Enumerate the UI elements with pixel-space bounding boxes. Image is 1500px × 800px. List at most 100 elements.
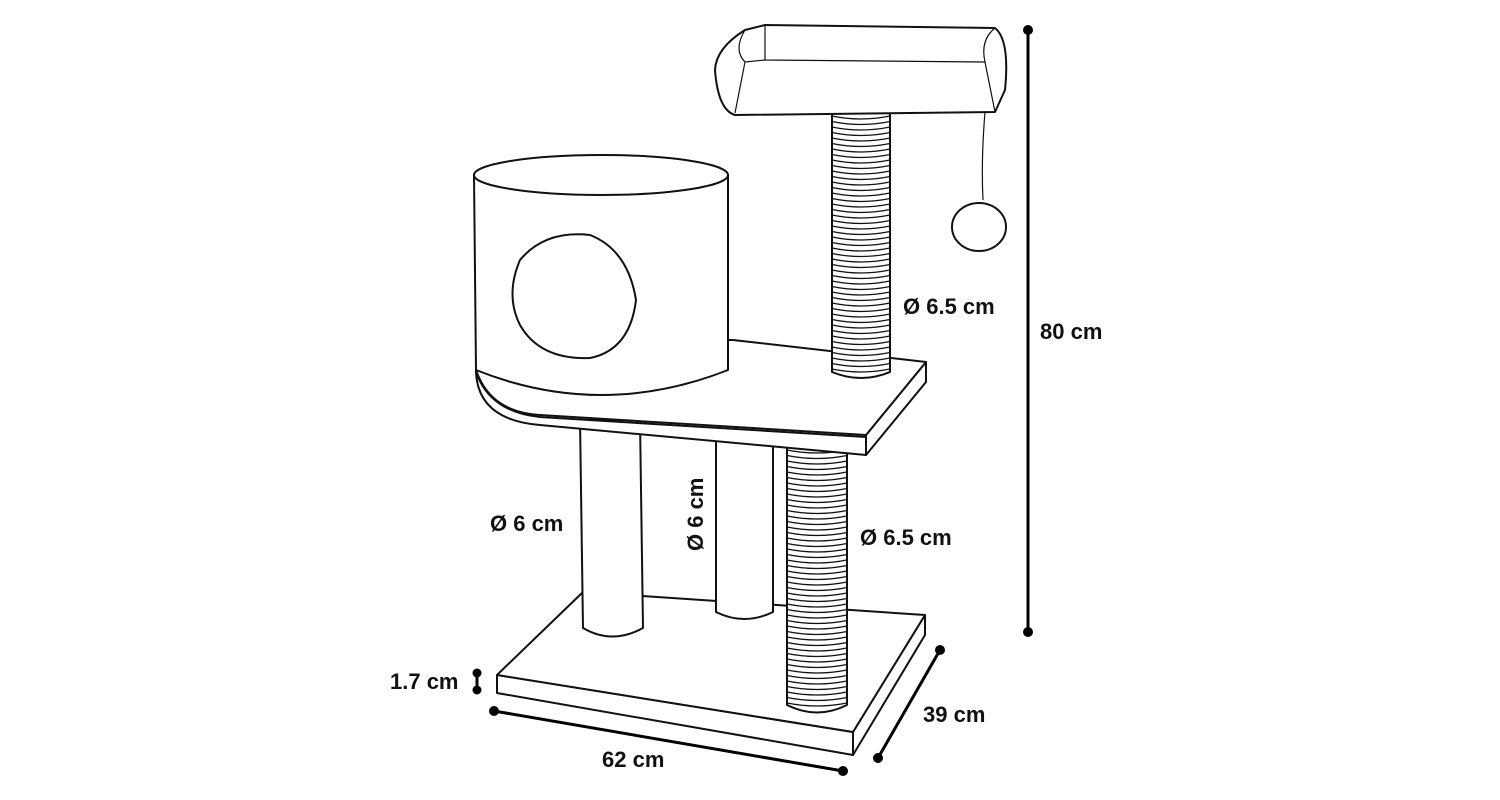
sisal-stripe [831,307,891,313]
sisal-stripe [786,658,848,663]
sisal-stripe [786,482,848,487]
base-depth-label: 39 cm [923,702,985,727]
sisal-stripe [786,597,848,603]
sisal-stripe [786,509,848,515]
sisal-stripe [786,548,848,553]
sisal-stripe [831,285,891,291]
house-entrance [511,233,637,360]
top-perch [714,24,1008,116]
sisal-stripe [786,581,848,586]
total-height-label: 80 cm [1040,319,1102,344]
sisal-stripe [786,564,848,570]
sisal-stripe [831,142,891,148]
sisal-stripe [786,476,848,482]
sisal-stripe [831,318,891,324]
sisal-stripe [831,214,891,219]
sisal-stripe [786,520,848,526]
sisal-stripe [831,302,891,307]
sisal-stripe [831,258,891,263]
sisal-stripe [831,335,891,340]
sisal-stripe [831,225,891,230]
upper-post-diameter-label: Ø 6.5 cm [903,294,995,319]
cat-house [473,154,729,396]
sisal-stripe [831,357,891,362]
sisal-stripe [831,340,891,346]
sisal-stripe [831,296,891,302]
sisal-stripe [786,575,848,581]
sisal-stripe [831,230,891,236]
sisal-stripe [786,702,848,707]
sisal-stripe [786,471,848,476]
sisal-stripe [831,274,891,280]
sisal-stripe [786,586,848,592]
sisal-stripe [831,329,891,335]
sisal-stripe [831,170,891,175]
sisal-stripe [831,192,891,197]
sisal-stripe [786,542,848,548]
sisal-stripe [831,313,891,318]
sisal-stripe [831,269,891,274]
sisal-stripe [831,181,891,186]
sisal-stripe [786,680,848,685]
sisal-stripe [786,592,848,597]
left-post-diameter-label: Ø 6 cm [490,511,563,536]
sisal-stripe [786,636,848,641]
sisal-stripe [786,685,848,691]
sisal-stripe [786,570,848,575]
sisal-stripe [786,652,848,658]
sisal-stripe [786,603,848,608]
sisal-stripe [831,137,891,142]
sisal-stripe [786,493,848,498]
sisal-stripe [786,619,848,625]
sisal-stripe [831,247,891,252]
thickness-dimension-line [472,668,482,695]
sisal-stripe [786,696,848,702]
sisal-stripe [831,346,891,351]
sisal-stripe [831,153,891,159]
sisal-stripe [831,291,891,296]
sisal-stripe [786,691,848,696]
left-post [579,419,644,638]
sisal-stripe [786,614,848,619]
sisal-stripe [786,674,848,680]
sisal-stripe [831,324,891,329]
sisal-stripe [786,487,848,493]
sisal-stripe [831,241,891,247]
sisal-stripe [786,625,848,630]
height-dimension-line [1023,25,1033,637]
sisal-stripe [786,630,848,636]
sisal-stripe [786,537,848,542]
sisal-stripe [786,498,848,504]
sisal-stripe [831,263,891,269]
sisal-stripe [831,197,891,203]
sisal-stripe [831,236,891,241]
sisal-stripe [831,126,891,131]
sisal-stripe [786,641,848,647]
sisal-stripe [786,663,848,669]
sisal-stripe [786,454,848,460]
sisal-stripe [831,208,891,214]
sisal-stripe [831,159,891,164]
lower-post-diameter-label: Ø 6.5 cm [860,525,952,550]
sisal-stripe [831,148,891,153]
sisal-stripe [786,669,848,674]
sisal-stripe [831,280,891,285]
sisal-stripe [831,368,891,373]
sisal-stripe [786,608,848,614]
upper-sisal-post [831,109,891,379]
depth-dimension-line [873,645,945,763]
sisal-stripe [831,351,891,357]
sisal-stripe [831,131,891,137]
base-thickness-label: 1.7 cm [390,669,459,694]
hanging-toy-ball [951,111,1007,252]
sisal-stripe [786,460,848,465]
sisal-stripe [786,559,848,564]
sisal-stripe [831,252,891,258]
sisal-stripe [831,186,891,192]
sisal-stripe [831,115,891,120]
sisal-stripe [786,465,848,471]
sisal-stripe [786,647,848,652]
sisal-stripe [831,219,891,225]
base-board [496,591,926,756]
